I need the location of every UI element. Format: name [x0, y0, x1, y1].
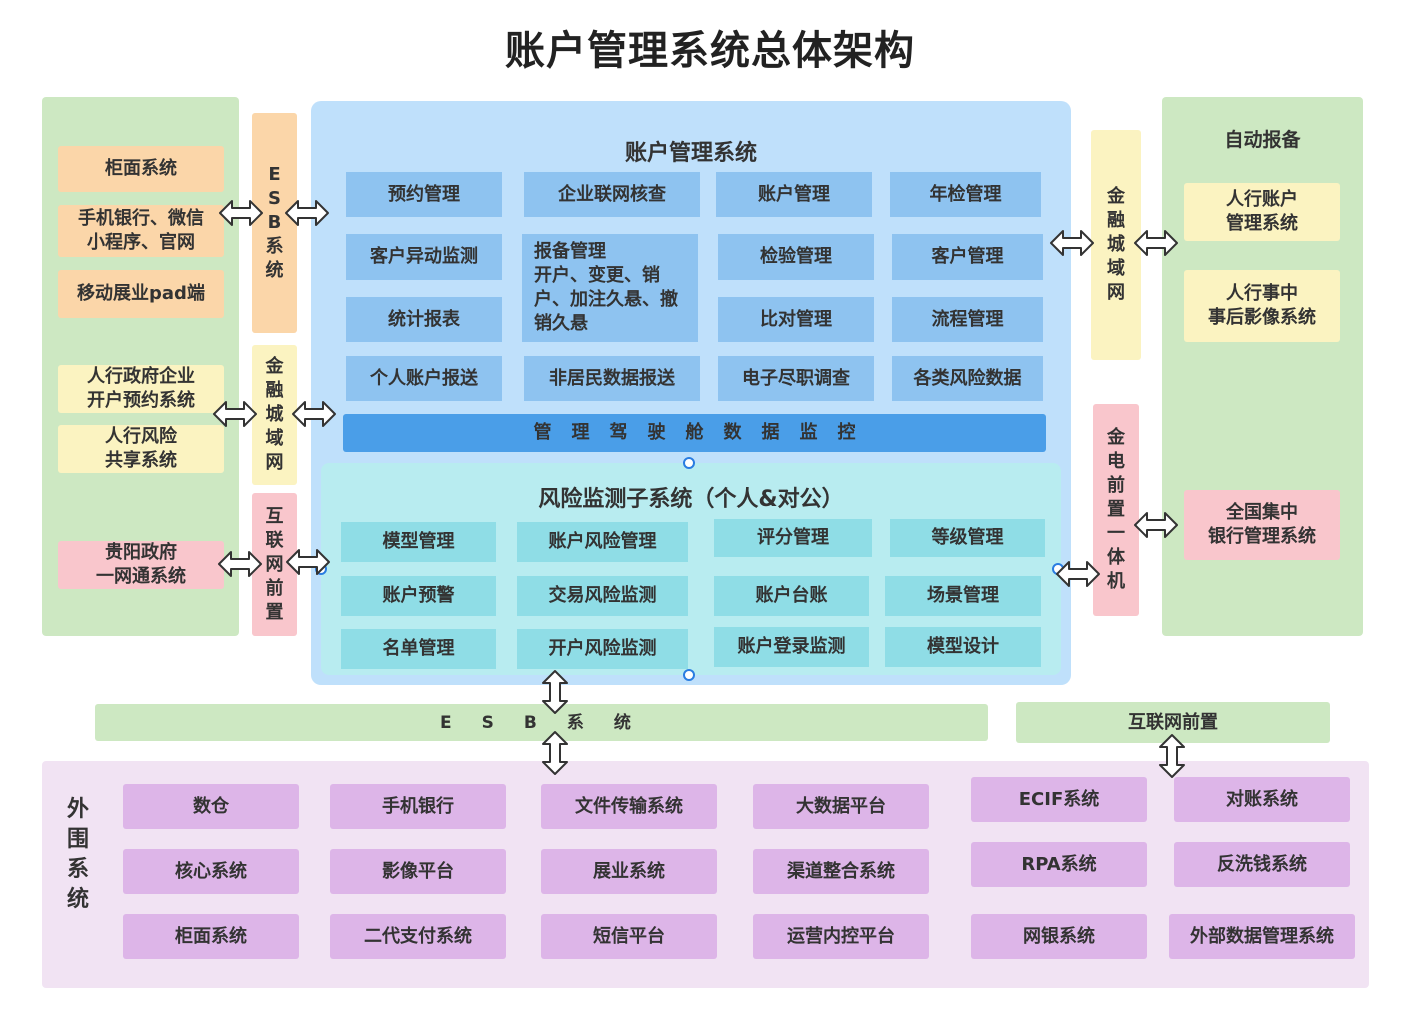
connector-financial-network-left: 金融城域网 — [252, 345, 297, 485]
double-arrow-icon — [1134, 230, 1178, 256]
double-arrow-icon — [218, 551, 262, 577]
risk-grading[interactable]: 等级管理 — [890, 519, 1045, 557]
connector-financial-network-right: 金融城域网 — [1091, 130, 1141, 360]
risk-model-design[interactable]: 模型设计 — [885, 627, 1041, 667]
module-due-diligence[interactable]: 电子尽职调查 — [718, 356, 874, 401]
connection-point — [683, 457, 695, 469]
ext-data-warehouse[interactable]: 数仓 — [123, 784, 299, 829]
module-customer-mgmt[interactable]: 客户管理 — [892, 234, 1043, 280]
ext-counter-system[interactable]: 柜面系统 — [123, 914, 299, 959]
risk-login-monitor[interactable]: 账户登录监测 — [714, 627, 869, 667]
module-inspection[interactable]: 检验管理 — [718, 234, 874, 280]
risk-account-ledger[interactable]: 账户台账 — [714, 576, 869, 616]
left-system-pboc-risk[interactable]: 人行风险 共享系统 — [58, 425, 224, 473]
risk-model-mgmt[interactable]: 模型管理 — [341, 522, 496, 562]
left-system-mobile[interactable]: 手机银行、微信 小程序、官网 — [58, 205, 224, 257]
double-arrow-icon — [1050, 230, 1094, 256]
right-panel-title: 自动报备 — [1224, 129, 1301, 151]
ext-payment-system[interactable]: 二代支付系统 — [330, 914, 506, 959]
module-comparison[interactable]: 比对管理 — [718, 297, 874, 342]
cockpit-monitor-bar[interactable]: 管理驾驶舱数据监控 — [343, 414, 1046, 452]
double-arrow-icon — [219, 200, 263, 226]
right-system-national-bank[interactable]: 全国集中 银行管理系统 — [1184, 490, 1340, 560]
vertical-double-arrow-icon — [542, 670, 568, 714]
double-arrow-icon — [213, 401, 257, 427]
ext-file-transfer[interactable]: 文件传输系统 — [541, 784, 717, 829]
left-system-pad[interactable]: 移动展业pad端 — [58, 270, 224, 318]
double-arrow-icon — [286, 549, 330, 575]
module-risk-data[interactable]: 各类风险数据 — [892, 356, 1043, 401]
ext-online-bank[interactable]: 网银系统 — [971, 914, 1147, 959]
module-enterprise-verify[interactable]: 企业联网核查 — [524, 172, 700, 217]
risk-subsystem-title: 风险监测子系统（个人&对公） — [538, 487, 844, 512]
module-nonresident-report[interactable]: 非居民数据报送 — [524, 356, 700, 401]
module-personal-report[interactable]: 个人账户报送 — [346, 356, 502, 401]
double-arrow-icon — [1134, 512, 1178, 538]
risk-account-warning[interactable]: 账户预警 — [341, 576, 496, 616]
connector-jindian-frontend: 金电前置一体机 — [1093, 404, 1139, 616]
connection-point — [683, 669, 695, 681]
module-account-mgmt[interactable]: 账户管理 — [716, 172, 872, 217]
right-system-pboc-account[interactable]: 人行账户 管理系统 — [1184, 183, 1340, 241]
page-title: 账户管理系统总体架构 — [505, 28, 915, 74]
module-appointment[interactable]: 预约管理 — [346, 172, 502, 217]
ext-reconciliation[interactable]: 对账系统 — [1174, 777, 1350, 822]
ext-core-system[interactable]: 核心系统 — [123, 849, 299, 894]
ext-business-expansion[interactable]: 展业系统 — [541, 849, 717, 894]
ext-image-platform[interactable]: 影像平台 — [330, 849, 506, 894]
ext-mobile-bank[interactable]: 手机银行 — [330, 784, 506, 829]
double-arrow-icon — [285, 200, 329, 226]
vertical-double-arrow-icon — [542, 731, 568, 775]
risk-opening-monitor[interactable]: 开户风险监测 — [517, 629, 688, 669]
module-workflow[interactable]: 流程管理 — [892, 297, 1043, 342]
module-statistics[interactable]: 统计报表 — [346, 297, 502, 342]
risk-transaction-monitor[interactable]: 交易风险监测 — [517, 576, 688, 616]
ext-external-data[interactable]: 外部数据管理系统 — [1169, 914, 1355, 959]
ext-channel-integration[interactable]: 渠道整合系统 — [753, 849, 929, 894]
left-system-pboc-appointment[interactable]: 人行政府企业 开户预约系统 — [58, 365, 224, 413]
double-arrow-icon — [292, 401, 336, 427]
risk-scenario-mgmt[interactable]: 场景管理 — [885, 576, 1041, 616]
ext-sms-platform[interactable]: 短信平台 — [541, 914, 717, 959]
module-customer-anomaly[interactable]: 客户异动监测 — [346, 234, 502, 280]
module-annual-check[interactable]: 年检管理 — [890, 172, 1041, 217]
module-filing-mgmt[interactable]: 报备管理 开户、变更、销 户、加注久悬、撤 销久悬 — [522, 234, 698, 342]
left-system-guiyang-gov[interactable]: 贵阳政府 一网通系统 — [58, 541, 224, 589]
ext-anti-money-laundering[interactable]: 反洗钱系统 — [1174, 842, 1350, 887]
external-systems-label: 外围系统 — [66, 797, 89, 912]
ext-ecif[interactable]: ECIF系统 — [971, 777, 1147, 822]
ext-rpa[interactable]: RPA系统 — [971, 842, 1147, 887]
right-system-pboc-image[interactable]: 人行事中 事后影像系统 — [1184, 270, 1340, 342]
ext-bigdata-platform[interactable]: 大数据平台 — [753, 784, 929, 829]
vertical-double-arrow-icon — [1159, 734, 1185, 778]
ext-ops-control[interactable]: 运营内控平台 — [753, 914, 929, 959]
double-arrow-icon — [1056, 561, 1100, 587]
left-system-counter[interactable]: 柜面系统 — [58, 146, 224, 192]
risk-list-mgmt[interactable]: 名单管理 — [341, 629, 496, 669]
account-system-title: 账户管理系统 — [624, 141, 757, 166]
risk-scoring[interactable]: 评分管理 — [714, 519, 872, 557]
risk-account-risk[interactable]: 账户风险管理 — [517, 522, 688, 562]
